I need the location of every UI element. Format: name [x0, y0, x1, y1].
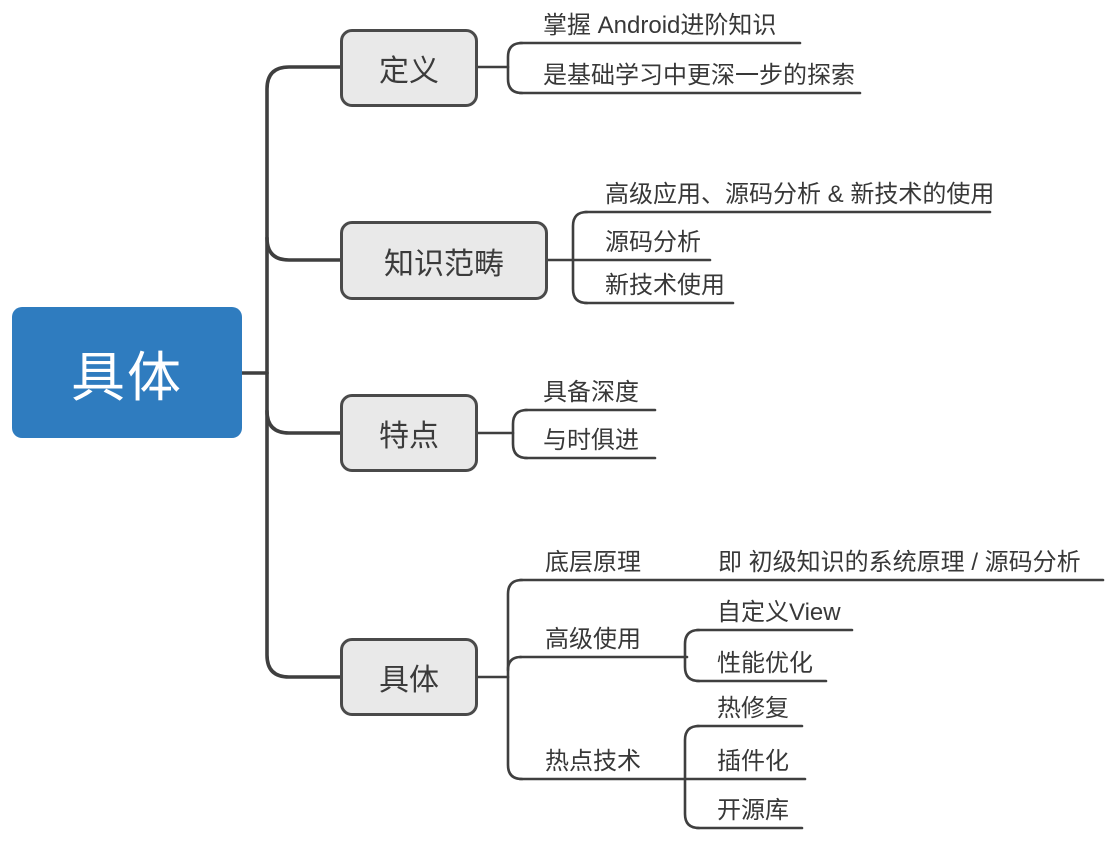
branch-node-specifics[interactable]: 具体 — [340, 638, 478, 716]
trunk-specifics — [506, 578, 524, 781]
edge-trunk-knowledge — [265, 236, 342, 262]
bracket-hot-tech — [683, 724, 701, 830]
leaf-open-source-lib[interactable]: 开源库 — [717, 797, 789, 824]
leaf-advanced-app-source-newtech[interactable]: 高级应用、源码分析 & 新技术的使用 — [605, 181, 995, 208]
leaf-source-analysis[interactable]: 源码分析 — [605, 229, 701, 256]
root-node[interactable]: 具体 — [12, 307, 242, 438]
subbranch-underlying-principles[interactable]: 底层原理 — [545, 549, 641, 576]
elbow-advanced-usage — [506, 655, 523, 672]
leaf-depth[interactable]: 具备深度 — [543, 379, 639, 406]
leaf-new-tech-usage[interactable]: 新技术使用 — [605, 272, 725, 299]
leaf-hotfix[interactable]: 热修复 — [717, 695, 789, 722]
bracket-knowledge — [571, 210, 589, 305]
edge-trunk-features — [265, 409, 342, 435]
subbranch-hot-technologies[interactable]: 热点技术 — [545, 748, 641, 775]
bracket-features — [511, 408, 529, 460]
branch-node-features[interactable]: 特点 — [340, 394, 478, 472]
branch-node-definition[interactable]: 定义 — [340, 29, 478, 107]
leaf-system-principles-source[interactable]: 即 初级知识的系统原理 / 源码分析 — [718, 549, 1081, 576]
subbranch-advanced-usage[interactable]: 高级使用 — [545, 626, 641, 653]
bracket-advanced-usage — [683, 628, 701, 683]
leaf-plugin[interactable]: 插件化 — [717, 748, 789, 775]
edge-trunk-definition-specifics — [265, 65, 342, 679]
leaf-master-android-advanced[interactable]: 掌握 Android进阶知识 — [543, 12, 777, 39]
bracket-definition — [506, 41, 524, 95]
leaf-performance-optimization[interactable]: 性能优化 — [717, 650, 813, 677]
leaf-keep-pace[interactable]: 与时俱进 — [543, 427, 639, 454]
leaf-custom-view[interactable]: 自定义View — [717, 599, 841, 626]
branch-node-knowledge-scope[interactable]: 知识范畴 — [340, 221, 548, 300]
leaf-deeper-exploration[interactable]: 是基础学习中更深一步的探索 — [543, 62, 855, 89]
